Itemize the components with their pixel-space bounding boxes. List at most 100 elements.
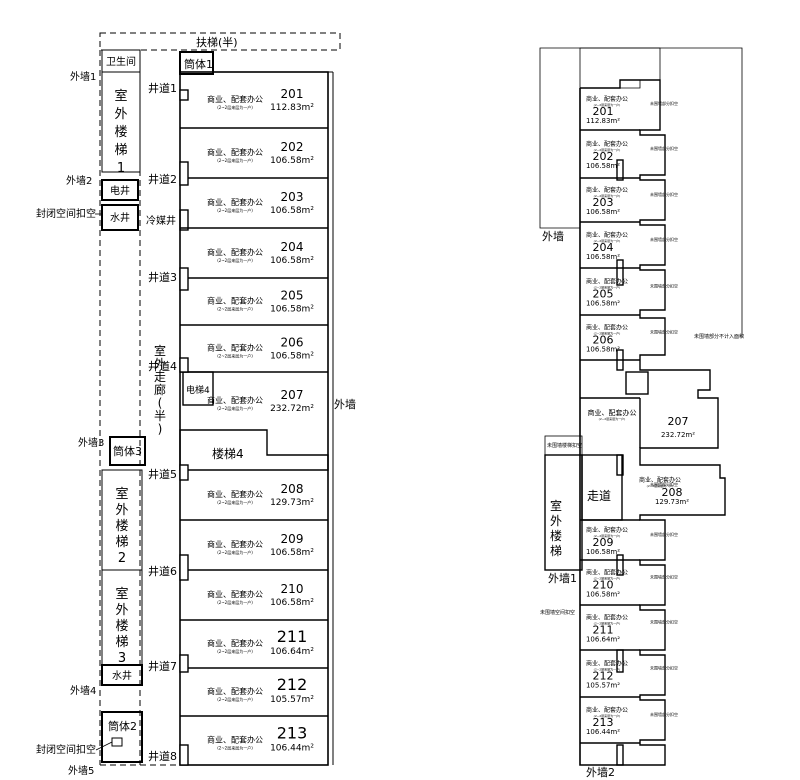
right-unit-use: 商业、配套办公 <box>586 569 628 577</box>
right-unit-note: (2~2层来层为一户) <box>594 667 621 672</box>
right-unit-area: 106.58m² <box>586 591 620 599</box>
corridor-label: ) <box>158 422 163 436</box>
right-unit-note: (2~2层来层为一户) <box>594 621 621 626</box>
left-unit-note: (2~2层来层为一户) <box>217 353 253 359</box>
right-unit-area: 106.58m² <box>586 162 620 170</box>
right-unit-use: 商业、配套办公 <box>586 95 628 103</box>
left-unit-use: 商业、配套办公 <box>207 489 263 499</box>
right-unit-note: (2~2层来层为一户) <box>594 331 621 336</box>
wc-label: 卫生间 <box>106 55 136 68</box>
right-unit-use: 商业、配套办公 <box>586 278 628 286</box>
left-unit-note: (2~2层来层为一户) <box>217 599 253 605</box>
left-unit-note: (2~2层来层为一户) <box>217 696 253 702</box>
left-unit-area: 106.64m² <box>270 647 314 657</box>
right-note-space: 未围墙楼梯扣空 <box>547 442 582 449</box>
corridor-label: 外 <box>154 357 166 371</box>
escalator-label: 扶梯(半) <box>196 35 238 49</box>
left-unit-use: 商业、配套办公 <box>207 735 263 745</box>
left-unit-use: 商业、配套办公 <box>207 589 263 599</box>
shaft-label: 井道8 <box>148 749 177 763</box>
shaft-label: 井道4 <box>148 359 177 373</box>
right-unit-number: 205 <box>593 288 614 301</box>
refrigerant-label: 冷媒井 <box>146 214 176 227</box>
right-units: 商业、配套办公(2~2层来层为一户)201112.83m²未围墙部分扣空商业、配… <box>586 95 695 736</box>
right-unit-use: 商业、配套办公 <box>586 526 628 534</box>
core3-box <box>109 436 146 466</box>
stair1-label: 1 <box>117 161 125 176</box>
left-unit-note: (2~2层来层为一户) <box>217 745 253 751</box>
unit-column-right <box>579 88 630 766</box>
right-shaft-note: 未围墙部分扣空 <box>650 329 678 335</box>
stair3-label: 梯 <box>115 635 128 650</box>
enclosed-bottom-label: 封闭空间扣空 <box>36 743 96 756</box>
stair2-label: 2 <box>118 551 126 566</box>
left-unit-note: (2~2层来层为一户) <box>217 306 253 312</box>
corridor-label: 廊 <box>154 382 166 397</box>
right-unit-area: 106.44m² <box>586 728 620 736</box>
left-unit-use: 商业、配套办公 <box>207 296 263 306</box>
left-unit-use: 商业、配套办公 <box>207 247 263 257</box>
wall4-label: 外墙4 <box>70 684 96 697</box>
left-unit-number: 202 <box>281 140 304 154</box>
left-unit-number: 211 <box>277 627 308 646</box>
right-outer-wall1-label: 外墙1 <box>548 571 577 585</box>
right-unit-use: 商业、配套办公 <box>588 408 637 417</box>
wall1-label: 外墙1 <box>70 70 96 83</box>
right-unit-number: 202 <box>593 150 614 163</box>
left-plan <box>99 32 341 766</box>
corridor-label: ( <box>158 396 163 410</box>
right-unit-use: 商业、配套办公 <box>639 476 681 484</box>
stair2-label: 外 <box>115 503 128 518</box>
right-plan <box>539 47 743 766</box>
stair1-label: 室 <box>114 88 127 104</box>
right-unit-number: 211 <box>593 624 614 637</box>
right-unit-note: (2~2层来层为一户) <box>599 416 626 421</box>
left-unit-area: 112.83m² <box>270 103 314 113</box>
right-unit-number: 206 <box>593 334 614 347</box>
stair1-box <box>101 71 141 173</box>
left-shaft-notches <box>179 89 189 766</box>
left-unit-area: 106.58m² <box>270 548 314 558</box>
right-unit-use: 商业、配套办公 <box>586 660 628 668</box>
stair-note-box <box>544 435 583 456</box>
right-unit-use: 商业、配套办公 <box>586 140 628 148</box>
water-bottom-label: 水井 <box>112 669 132 682</box>
left-unit-area: 106.58m² <box>270 156 314 166</box>
left-unit-number: 207 <box>281 388 304 402</box>
right-unit-use: 商业、配套办公 <box>586 706 628 714</box>
left-unit-number: 205 <box>281 289 304 303</box>
right-labels: 外墙 外墙1 外墙2 走道 未围墙部分不计入面积 未围墙楼梯扣空 未围墙空间扣空 <box>540 229 744 779</box>
right-unit-note: (2~2层来层为一户) <box>594 102 621 107</box>
right-note-stair: 未围墙空间扣空 <box>540 609 575 616</box>
left-unit-use: 商业、配套办公 <box>207 343 263 353</box>
right-unit-number: 204 <box>593 241 614 254</box>
right-note-open: 未围墙部分不计入面积 <box>694 333 744 340</box>
left-unit-number: 204 <box>281 240 304 254</box>
left-unit-use: 商业、配套办公 <box>207 395 263 405</box>
left-unit-number: 208 <box>281 482 304 496</box>
right-unit-area: 106.58m² <box>586 346 620 354</box>
left-unit-note: (2~2层来层为一户) <box>217 499 253 505</box>
left-unit-number: 209 <box>281 532 304 546</box>
wall3-label: 外墙3 <box>78 436 104 449</box>
right-unit-note: (2~2层来层为一户) <box>594 533 621 538</box>
stair1-label: 外 <box>114 107 127 122</box>
shaft-label: 井道1 <box>148 81 177 95</box>
corridor-label: 半 <box>154 409 166 423</box>
right-stair-label: 梯 <box>550 544 562 558</box>
left-unit-area: 106.58m² <box>270 256 314 266</box>
right-outer-wall2-label: 外墙2 <box>586 765 615 779</box>
right-shaft-note: 未围墙部分扣空 <box>650 711 678 717</box>
shaft-label: 井道3 <box>148 270 177 284</box>
enclosed-box <box>111 737 123 747</box>
right-shaft-note: 未围墙部分扣空 <box>650 145 678 151</box>
right-unit-area: 105.57m² <box>586 682 620 690</box>
left-unit-area: 106.58m² <box>270 305 314 315</box>
left-unit-note: (2~2层来层为一户) <box>217 257 253 263</box>
right-unit-note: (2~2层来层为一户) <box>594 576 621 581</box>
right-unit-number: 208 <box>662 486 683 499</box>
right-shaft-note: 未围墙部分扣空 <box>650 191 678 197</box>
